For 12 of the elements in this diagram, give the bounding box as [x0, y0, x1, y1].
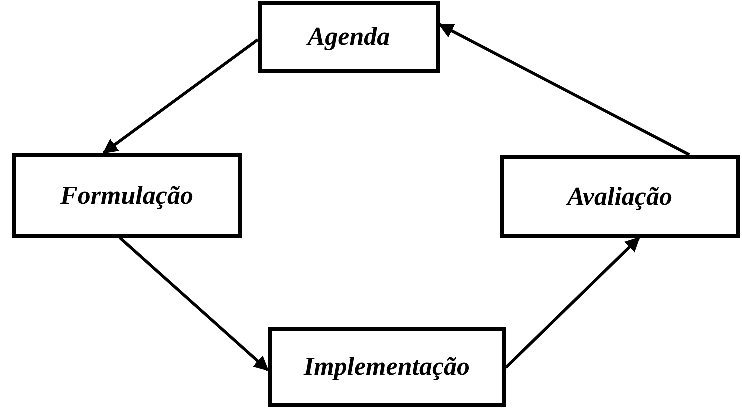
- box-label: Avaliação: [568, 184, 672, 210]
- arrow: [102, 38, 259, 154]
- box-label: Formulação: [60, 182, 194, 208]
- process-box: [258, 1, 440, 73]
- process-box: [12, 153, 242, 238]
- process-box: [500, 155, 740, 238]
- box-label: Agenda: [308, 24, 390, 50]
- arrow: [438, 23, 690, 156]
- arrow: [119, 236, 270, 372]
- arrow: [504, 236, 640, 369]
- box-label: Implementação: [304, 354, 470, 380]
- process-box: [268, 327, 506, 407]
